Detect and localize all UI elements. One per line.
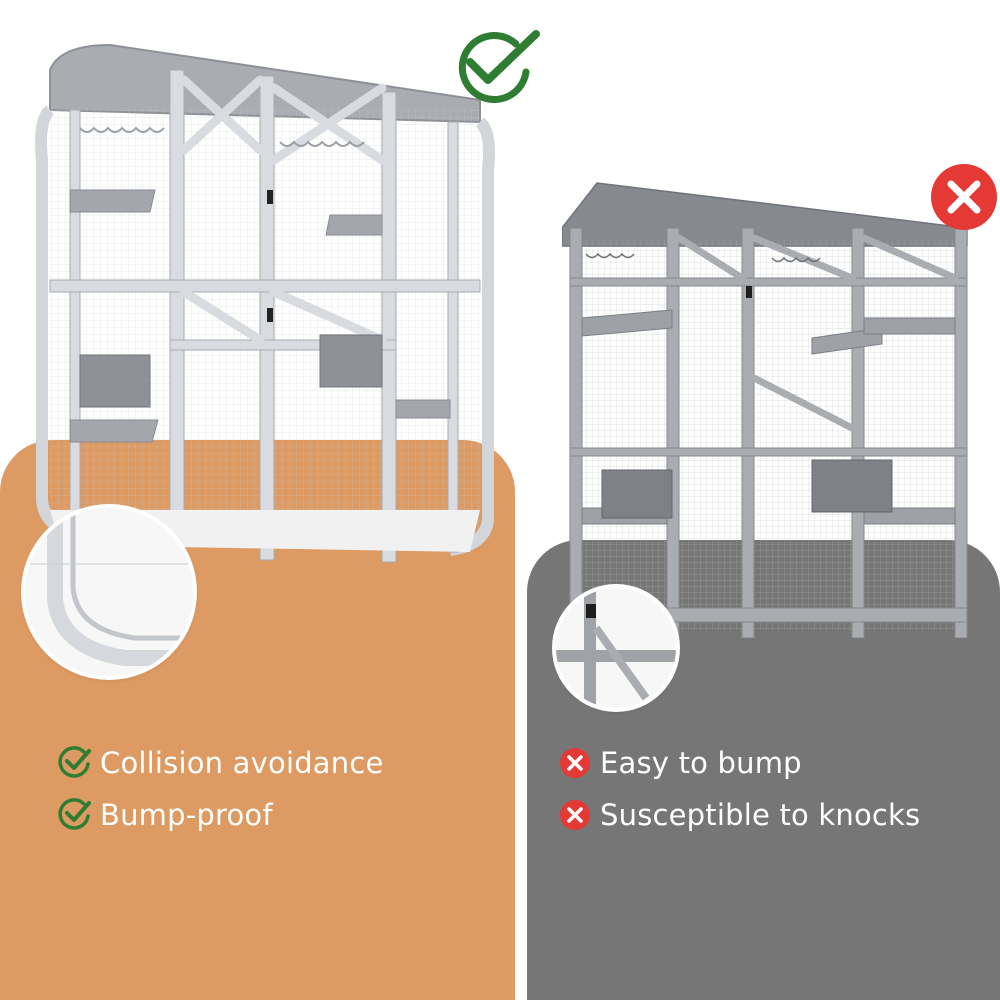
cross-icon: [560, 748, 590, 778]
list-item: Susceptible to knocks: [558, 794, 920, 836]
green-check-badge-icon: [458, 30, 540, 104]
feature-label: Susceptible to knocks: [600, 798, 921, 832]
pros-list: Collision avoidance Bump-proof: [58, 742, 384, 846]
cross-icon: [560, 800, 590, 830]
list-item: Collision avoidance: [58, 742, 384, 784]
list-item: Bump-proof: [58, 794, 384, 836]
check-icon: [58, 746, 91, 778]
list-item: Easy to bump: [558, 742, 920, 784]
check-icon: [58, 798, 91, 830]
rounded-cat-enclosure-image: [35, 43, 495, 563]
square-cat-enclosure-image: [562, 182, 968, 638]
cons-list: Easy to bump Susceptible to knocks: [558, 742, 920, 846]
feature-label: Easy to bump: [600, 746, 802, 780]
square-corner-zoom: [556, 588, 676, 708]
rounded-corner-zoom: [25, 508, 193, 676]
feature-label: Collision avoidance: [100, 746, 384, 780]
red-cross-badge-icon: [931, 164, 997, 230]
feature-label: Bump-proof: [100, 798, 273, 832]
